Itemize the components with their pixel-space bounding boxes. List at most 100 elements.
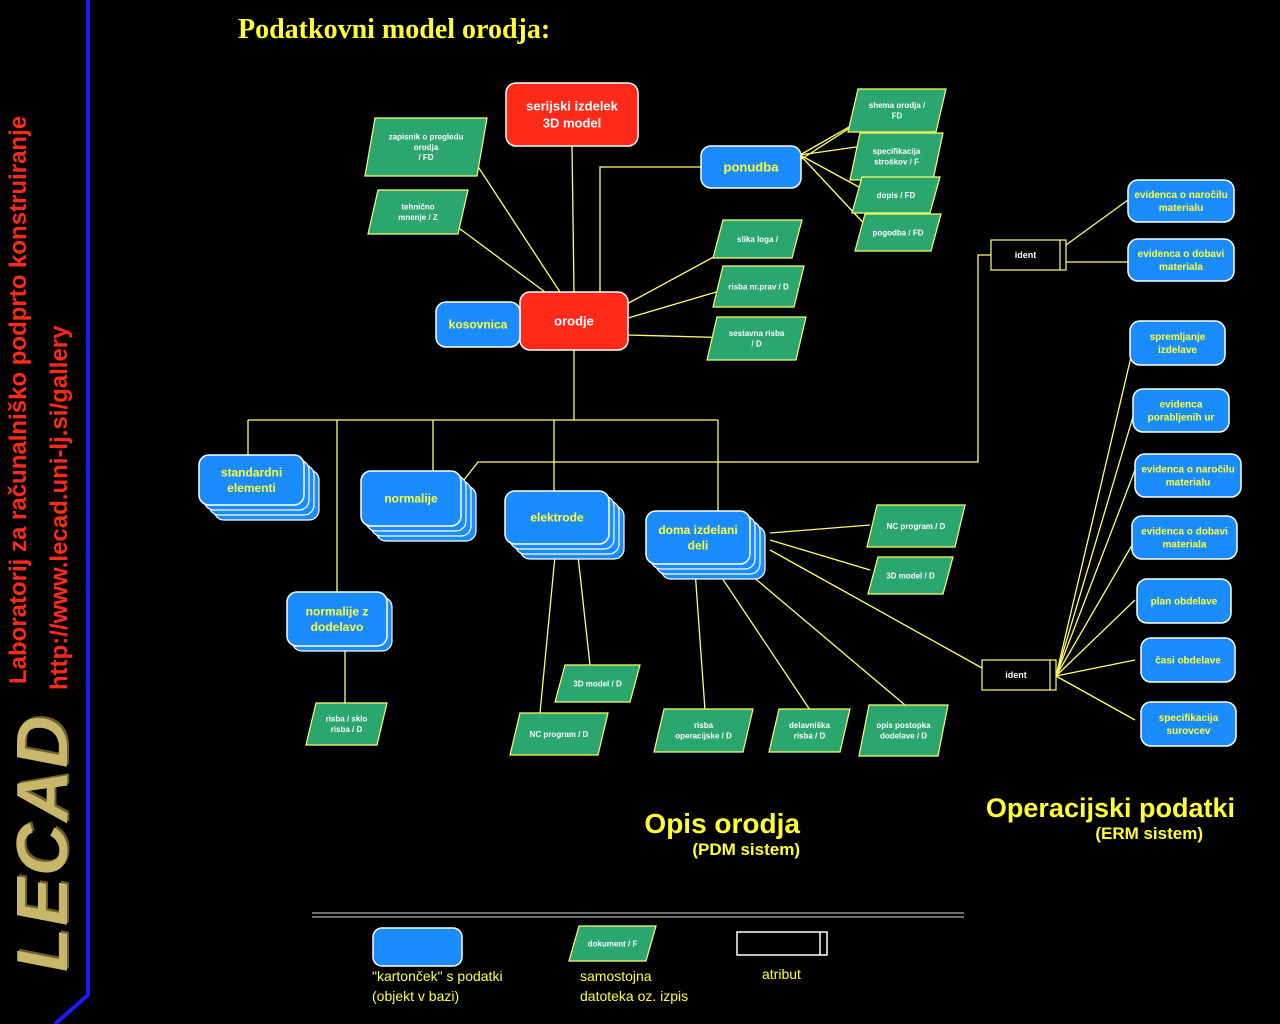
document-shape — [712, 219, 803, 259]
document-label: 3D model / D — [886, 571, 935, 580]
card-label: kosovnica — [449, 318, 508, 332]
document-label: 3D model / D — [573, 679, 622, 688]
document-d9[interactable]: sestavna risba/ D — [706, 316, 807, 361]
card-body — [645, 510, 751, 565]
document-shape — [854, 213, 942, 252]
connector — [799, 154, 871, 194]
legend-document-caption: samostojna datoteka oz. izpis — [580, 968, 688, 1004]
card-body — [286, 591, 388, 647]
card-label: časi obdelave — [1155, 656, 1221, 667]
document-shape — [653, 708, 754, 753]
document-d6[interactable]: pogodba / FD — [854, 213, 942, 252]
connector — [474, 161, 561, 293]
card-orodje[interactable]: orodje — [519, 291, 629, 351]
connector — [769, 549, 983, 669]
document-shape — [364, 117, 488, 177]
document-d13[interactable]: NC program / D — [509, 712, 609, 756]
card-label: plan obdelave — [1151, 597, 1218, 608]
erm-caption: Operacijski podatki (ERM sistem) — [960, 793, 1235, 844]
document-d12[interactable]: 3D model / D — [554, 664, 641, 703]
document-label: slika loga / — [737, 235, 779, 244]
document-label: pogodba / FD — [872, 228, 923, 237]
document-d7[interactable]: slika loga / — [712, 219, 803, 259]
card-label: orodje — [554, 314, 594, 329]
document-d10[interactable]: NC program / D — [866, 504, 966, 548]
document-label: dopis / FD — [877, 191, 916, 200]
card-body — [1140, 701, 1237, 747]
legend-attribute-sample — [736, 931, 828, 956]
legend-card-shape — [372, 927, 463, 967]
card-body — [1127, 238, 1235, 282]
document-shape — [847, 88, 947, 133]
connector — [799, 154, 871, 231]
card-r7[interactable]: plan obdelave — [1136, 578, 1232, 624]
document-shape — [858, 704, 949, 757]
document-legend-doc[interactable]: dokument / F — [568, 925, 657, 962]
card-body — [1134, 453, 1242, 498]
attribute-a1[interactable]: ident — [990, 239, 1067, 271]
card-kosovnica[interactable]: kosovnica — [435, 301, 521, 348]
pdm-caption: Opis orodja (PDM sistem) — [600, 808, 800, 860]
connector — [1055, 659, 1136, 677]
connector — [719, 574, 811, 711]
legend-attribute-shape — [736, 931, 828, 956]
document-d5[interactable]: dopis / FD — [851, 176, 941, 214]
card-elektrode[interactable]: elektrode — [504, 490, 625, 560]
document-shape — [367, 189, 469, 235]
connector — [1055, 469, 1136, 677]
card-body — [360, 470, 462, 527]
attribute-a2[interactable]: ident — [981, 659, 1057, 691]
document-shape — [305, 702, 388, 746]
card-body — [1129, 320, 1226, 366]
document-label: risba nr.prav / D — [728, 282, 789, 291]
card-body — [505, 82, 639, 147]
connector — [769, 539, 871, 571]
connector — [1055, 539, 1136, 677]
card-body — [700, 145, 802, 189]
document-d11[interactable]: 3D model / D — [867, 556, 954, 595]
document-d8[interactable]: risba nr.prav / D — [712, 265, 805, 308]
card-r8[interactable]: časi obdelave — [1140, 637, 1236, 683]
document-d3[interactable]: shema orodja /FD — [847, 88, 947, 133]
document-shape — [712, 265, 805, 308]
legend-attribute-caption: atribut — [762, 966, 801, 982]
connector — [1055, 339, 1136, 677]
card-body — [1132, 388, 1230, 433]
connector — [1055, 675, 1136, 721]
connector — [577, 555, 591, 666]
document-shape — [849, 132, 944, 181]
connector — [571, 145, 575, 293]
card-label: normalije — [384, 492, 438, 506]
card-normalije[interactable]: normalije — [360, 470, 477, 542]
document-label: NC program / D — [530, 730, 589, 739]
card-ponudba[interactable]: ponudba — [700, 145, 802, 189]
